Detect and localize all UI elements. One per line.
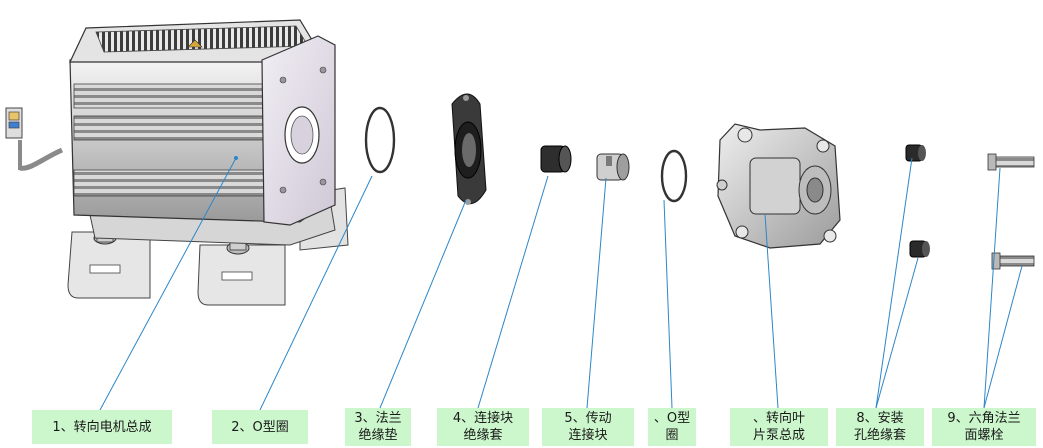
mount-sleeve-part <box>905 144 926 162</box>
leader-line <box>875 157 913 409</box>
leader-line <box>663 199 673 409</box>
label-flange-gasket: 3、法兰 绝缘垫 <box>345 408 411 446</box>
leader-dot <box>234 156 238 160</box>
label-text: 圈 <box>665 428 679 443</box>
label-text: 2、O型圈 <box>231 419 289 435</box>
label-text: 、转向叶 <box>752 411 805 426</box>
label-text: 片泵总成 <box>752 428 805 443</box>
label-o-ring-1: 2、O型圈 <box>212 410 308 444</box>
hex-flange-bolt <box>987 153 1035 171</box>
label-o-ring-2: 、O型 圈 <box>648 408 696 446</box>
leader-line <box>99 157 237 411</box>
leader-line <box>983 265 1023 409</box>
drive-coupling-part <box>596 153 630 181</box>
hex-flange-bolt <box>991 252 1035 270</box>
label-mount-sleeve: 8、安装 孔绝缘套 <box>836 408 924 446</box>
label-bolts: 9、六角法兰 面螺栓 <box>932 408 1036 446</box>
label-text: 4、连接块 <box>452 411 514 426</box>
label-coupling-sleeve: 4、连接块 绝缘套 <box>437 408 529 446</box>
leader-line <box>477 175 549 409</box>
vane-pump-part <box>716 123 841 249</box>
label-text: 3、法兰 <box>354 411 402 426</box>
label-text: 连接块 <box>568 428 608 443</box>
mount-sleeve-part <box>909 240 930 258</box>
label-motor: 1、转向电机总成 <box>32 410 172 444</box>
label-text: 9、六角法兰 <box>947 411 1021 426</box>
leader-line <box>586 177 607 409</box>
o-ring-2-part <box>660 149 688 203</box>
leader-line <box>259 175 373 411</box>
leader-lines <box>99 156 1023 411</box>
label-text: 、O型 <box>653 411 691 426</box>
leader-line <box>764 213 779 409</box>
steering-motor-assembly <box>5 19 349 306</box>
label-text: 绝缘垫 <box>358 428 398 443</box>
label-drive-coupling: 5、传动 连接块 <box>542 408 634 446</box>
label-text: 面螺栓 <box>964 428 1004 443</box>
label-vane-pump: 、转向叶 片泵总成 <box>730 408 828 446</box>
o-ring-1-part <box>364 106 396 174</box>
flange-gasket-part <box>451 93 487 205</box>
coupling-sleeve-part <box>540 145 572 173</box>
label-text: 8、安装 <box>856 411 904 426</box>
leader-line <box>379 199 467 409</box>
label-text: 1、转向电机总成 <box>52 419 152 435</box>
label-text: 绝缘套 <box>463 428 503 443</box>
motor-foot <box>67 231 151 299</box>
label-text: 孔绝缘套 <box>853 428 906 443</box>
leader-line <box>875 257 919 409</box>
leader-line <box>983 167 1001 409</box>
motor-foot <box>197 239 286 306</box>
label-text: 5、传动 <box>564 411 612 426</box>
